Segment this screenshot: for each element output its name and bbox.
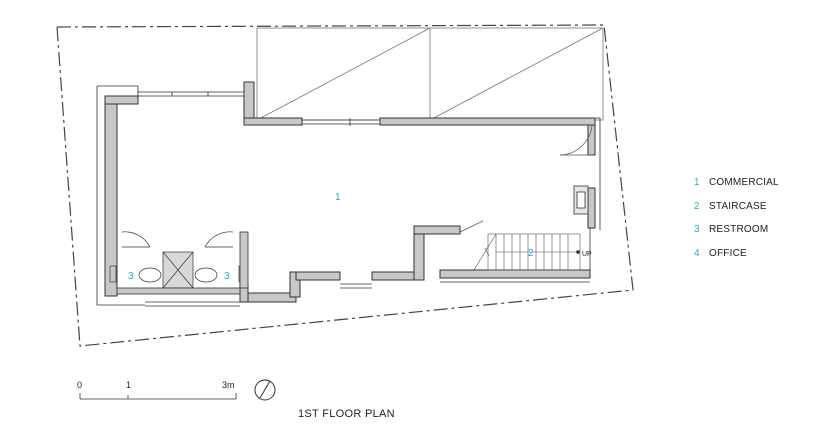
site-boundary [56,24,634,347]
room-tag-commercial: 1 [335,192,341,203]
room-tag-restroom-right: 3 [224,271,230,282]
exterior-walls [104,81,596,303]
legend-number: 1 [694,177,700,189]
restroom-partitions [116,231,249,295]
legend-label: OFFICE [709,247,747,259]
canopy-overhang [256,27,604,121]
legend-item-restroom: 3 RESTROOM [694,218,814,242]
legend-number: 2 [694,200,700,212]
legend-label: RESTROOM [709,224,769,236]
legend-item-staircase: 2 STAIRCASE [694,195,814,219]
room-tag-staircase: 2 [528,248,534,259]
scale-label-mid: 1 [126,380,132,390]
plan-title: 1ST FLOOR PLAN [298,408,395,420]
legend: 1 COMMERCIAL 2 STAIRCASE 3 RESTROOM 4 OF… [694,171,814,265]
entrance-door [559,124,593,156]
stair-door [459,220,484,233]
legend-number: 3 [694,224,700,236]
staircase [473,233,581,271]
legend-label: STAIRCASE [709,200,767,212]
legend-label: COMMERCIAL [709,177,779,189]
cabinet [573,185,589,215]
restroom-block [109,231,246,289]
stair-direction-label: UP [582,251,592,258]
scale-label-start: 0 [77,380,83,390]
wall-outlines [96,85,601,307]
legend-item-office: 4 OFFICE [694,242,814,266]
legend-item-commercial: 1 COMMERCIAL [694,171,814,195]
scale-bar [79,393,237,400]
room-tag-restroom-left: 3 [128,271,134,282]
legend-number: 4 [694,247,700,259]
north-arrow-icon [254,379,276,401]
scale-label-end: 3m [222,380,235,390]
